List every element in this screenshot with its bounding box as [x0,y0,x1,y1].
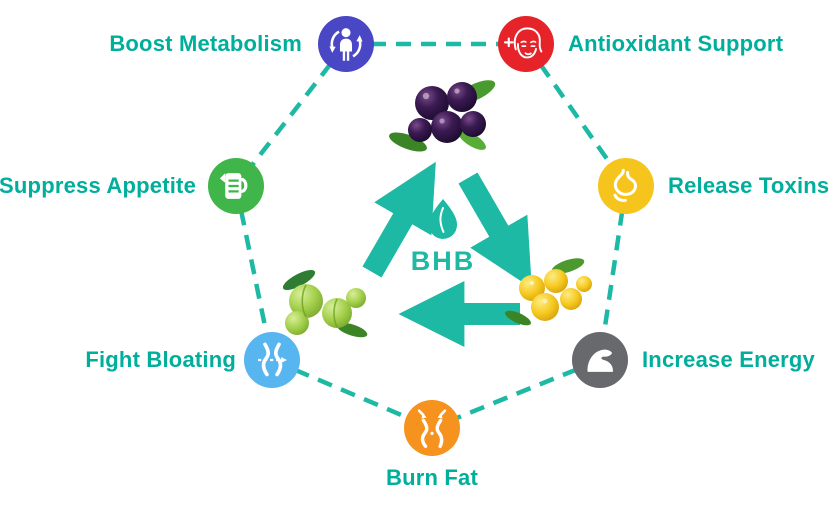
benefit-label-release-toxins: Release Toxins [668,173,830,198]
benefit-node-suppress-appetite [208,158,264,214]
bhb-label: BHB [410,246,476,276]
stomach-icon [598,158,654,214]
benefit-node-boost-metabolism [318,16,374,72]
benefit-node-antioxidant-support [498,16,554,72]
yellow-fruits-image [505,258,592,326]
benefit-node-release-toxins [598,158,654,214]
benefit-node-increase-energy [572,332,628,388]
benefit-label-suppress-appetite: Suppress Appetite [0,173,196,198]
metabolism-person-cycle-icon [318,16,374,72]
benefit-node-burn-fat [404,400,460,456]
slim-waist-flames-icon [404,400,460,456]
woman-face-icon [498,16,554,72]
bhb-leaf-drop-icon [420,196,466,247]
benefit-label-boost-metabolism: Boost Metabolism [109,31,302,56]
acai-berries-image [389,80,496,152]
benefit-label-increase-energy: Increase Energy [642,347,815,372]
flex-bicep-icon [572,332,628,388]
benefit-label-antioxidant-support: Antioxidant Support [568,31,784,56]
garcinia-cambogia-image [282,270,368,338]
benefit-label-fight-bloating: Fight Bloating [85,347,236,372]
benefit-label-burn-fat: Burn Fat [385,465,479,490]
pitcher-icon [208,158,264,214]
slim-waist-arrow-icon [244,332,300,388]
benefit-node-fight-bloating [244,332,300,388]
